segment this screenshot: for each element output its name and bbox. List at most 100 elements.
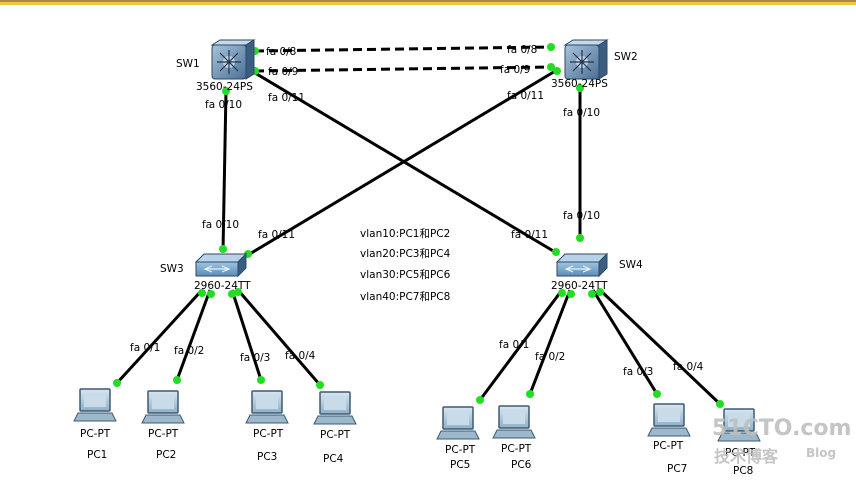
switch-sw2[interactable]: SW2 3560-24PS (551, 39, 638, 90)
port-dot (553, 67, 561, 75)
port-dot (173, 376, 181, 384)
links (115, 45, 722, 406)
pc-name-label: PC6 (511, 459, 532, 471)
pc-icon (492, 405, 536, 439)
pc-icon (73, 388, 117, 422)
device-model-sw1: 3560-24PS (196, 81, 253, 93)
vlan-note: vlan30:PC5和PC6 (360, 269, 451, 281)
pc-model-label: PC-PT (80, 428, 111, 440)
top-border-accent (0, 2, 856, 5)
pc-8[interactable]: PC-PT PC8 (717, 408, 761, 477)
port-label: fa 0/8 (507, 44, 537, 56)
link-sw3-pc4 (236, 289, 322, 386)
port-labels: fa 0/8 fa 0/9 fa 0/8 fa 0/9 fa 0/10 fa 0… (130, 44, 704, 378)
pc-2[interactable]: PC-PT PC2 (141, 390, 185, 461)
port-label: fa 0/8 (266, 46, 296, 58)
pc-3[interactable]: PC-PT PC3 (245, 390, 289, 463)
port-dot (257, 376, 265, 384)
port-label: fa 0/3 (623, 366, 653, 378)
pc-6[interactable]: PC-PT PC6 (492, 405, 536, 471)
pc-icon (717, 408, 761, 442)
port-dot (552, 248, 560, 256)
port-dot (558, 289, 566, 297)
pc-icon (141, 390, 185, 424)
pc-1[interactable]: PC-PT PC1 (73, 388, 117, 461)
watermark: 51CTO.com 技术博客 Blog (712, 416, 851, 466)
port-dot (547, 63, 555, 71)
port-label: fa 0/4 (673, 361, 704, 373)
link-sw3-pc3 (230, 289, 263, 381)
port-label: fa 0/10 (205, 99, 242, 111)
device-model-sw3: 2960-24TT (194, 280, 251, 292)
pc-icon (245, 390, 289, 424)
link-sw3-pc2 (175, 289, 212, 381)
port-dot (567, 290, 575, 298)
port-label: fa 0/1 (130, 342, 160, 354)
pc-model-label: PC-PT (253, 428, 284, 440)
pc-4[interactable]: PC-PT PC4 (313, 391, 357, 465)
port-dot (219, 245, 227, 253)
pc-icon (313, 391, 357, 425)
pc-icon (436, 406, 480, 440)
pc-model-label: PC-PT (320, 429, 351, 441)
port-label: fa 0/2 (535, 351, 565, 363)
port-dot (596, 288, 604, 296)
port-label: fa 0/11 (507, 90, 544, 102)
port-dot (222, 87, 230, 95)
top-border (0, 0, 856, 2)
port-dot (576, 234, 584, 242)
link-sw4-pc5 (478, 289, 564, 401)
port-label: fa 0/1 (499, 339, 529, 351)
device-name-sw3: SW3 (160, 263, 184, 275)
pc-5[interactable]: PC-PT PC5 (436, 406, 480, 471)
watermark-blog: Blog (806, 446, 836, 460)
port-label: fa 0/10 (563, 107, 600, 119)
switch-sw4[interactable]: SW4 2960-24TT (551, 252, 643, 292)
port-dot (526, 390, 534, 398)
switch-sw1[interactable]: SW1 3560-24PS (176, 39, 256, 93)
pc-7[interactable]: PC-PT PC7 (647, 403, 691, 475)
link-sw1-sw3 (221, 90, 228, 252)
pc-model-label: PC-PT (653, 440, 684, 452)
pc-name-label: PC7 (667, 463, 687, 475)
device-name-sw1: SW1 (176, 58, 200, 70)
pc-icon (647, 403, 691, 437)
device-model-sw2: 3560-24PS (551, 78, 608, 90)
pc-model-label: PC-PT (445, 444, 476, 456)
device-model-sw4: 2960-24TT (551, 280, 608, 292)
device-name-sw4: SW4 (619, 259, 643, 271)
port-label: fa 0/11 (268, 92, 305, 104)
port-label: fa 0/10 (563, 210, 600, 222)
port-dot (653, 390, 661, 398)
switch-icon (194, 252, 248, 278)
multilayer-switch-icon (563, 39, 609, 80)
link-sw4-pc8 (598, 288, 722, 406)
port-dot (588, 290, 596, 298)
pc-name-label: PC1 (87, 449, 107, 461)
switch-icon (555, 252, 609, 278)
pc-name-label: PC3 (257, 451, 277, 463)
vlan-notes: vlan10:PC1和PC2 vlan20:PC3和PC4 vlan30:PC5… (360, 228, 451, 303)
port-label: fa 0/4 (285, 350, 316, 362)
port-label: fa 0/9 (500, 64, 530, 76)
port-dot (198, 289, 206, 297)
pc-name-label: PC4 (323, 453, 344, 465)
port-dot (716, 400, 724, 408)
port-label: fa 0/3 (240, 352, 270, 364)
vlan-note: vlan40:PC7和PC8 (360, 291, 450, 303)
port-dot (207, 290, 215, 298)
link-sw4-pc7 (591, 289, 659, 395)
pc-model-label: PC-PT (148, 428, 179, 440)
port-dot (476, 396, 484, 404)
link-sw3-pc1 (115, 288, 204, 385)
port-label: fa 0/10 (202, 219, 239, 231)
multilayer-switch-icon (210, 39, 256, 80)
switch-sw3[interactable]: SW3 2960-24TT (160, 252, 251, 292)
port-label: fa 0/11 (258, 229, 295, 241)
port-dot (113, 379, 121, 387)
pc-name-label: PC8 (733, 465, 753, 477)
pc-name-label: PC5 (450, 459, 470, 471)
pc-model-label: PC-PT (725, 447, 756, 459)
link-sw4-pc6 (528, 289, 572, 395)
